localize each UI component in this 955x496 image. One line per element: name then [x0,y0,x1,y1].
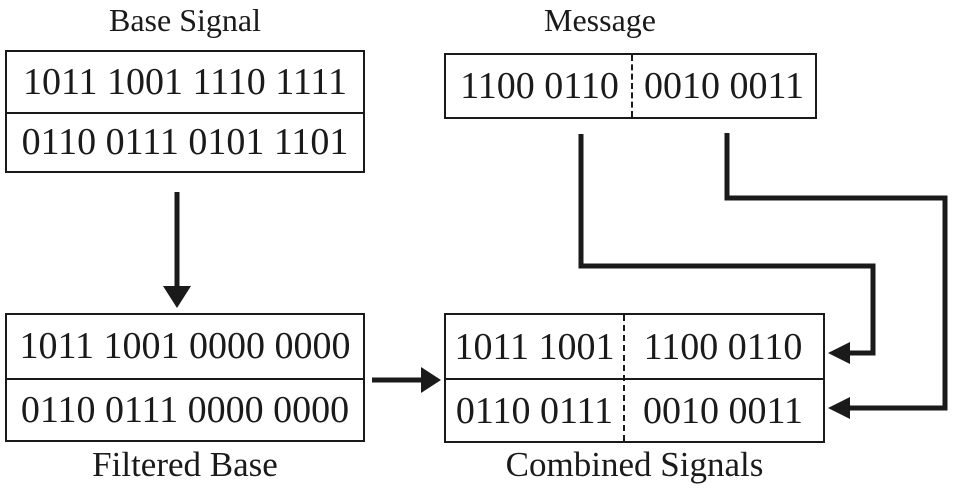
combined-signals-label: Combined Signals [505,445,764,484]
combined-dashed-divider [623,315,625,441]
filtered-base-label: Filtered Base [92,445,278,484]
combined-signals-box: 1011 1001 1100 0110 0110 0111 0010 0011 [444,313,825,443]
combined-signals-row-2: 0110 0111 0010 0011 [446,378,823,441]
base-signal-row-1: 1011 1001 1110 1111 [22,60,348,103]
filtered-base-row-1: 1011 1001 0000 0000 [19,325,351,368]
combined-row-1-right: 1100 0110 [643,325,803,368]
message-dashed-divider [631,55,633,117]
filtered-base-row-2: 0110 0111 0000 0000 [7,377,363,441]
combined-row-2-left: 0110 0111 [455,389,614,432]
base-signal-row-2: 0110 0111 0101 1101 [7,111,363,172]
base-signal-box: 1011 1001 1110 1111 0110 0111 0101 1101 [5,50,365,173]
filtered-base-box: 1011 1001 0000 0000 0110 0111 0000 0000 [5,313,365,442]
message-segment-1: 1100 0110 [460,65,619,107]
message-row: 1100 0110 0010 0011 [446,55,815,117]
message-box: 1100 0110 0010 0011 [444,53,817,119]
base-signal-title: Base Signal [109,2,261,38]
arrow-base-to-filtered-icon [163,192,191,308]
message-title: Message [544,2,656,38]
arrow-filtered-to-combined-icon [372,367,441,393]
combined-signals-row-1: 1011 1001 1100 0110 [446,315,823,378]
message-segment-2: 0010 0011 [643,65,805,107]
combined-row-1-left: 1011 1001 [454,325,615,368]
combined-row-2-right: 0010 0011 [642,389,804,432]
